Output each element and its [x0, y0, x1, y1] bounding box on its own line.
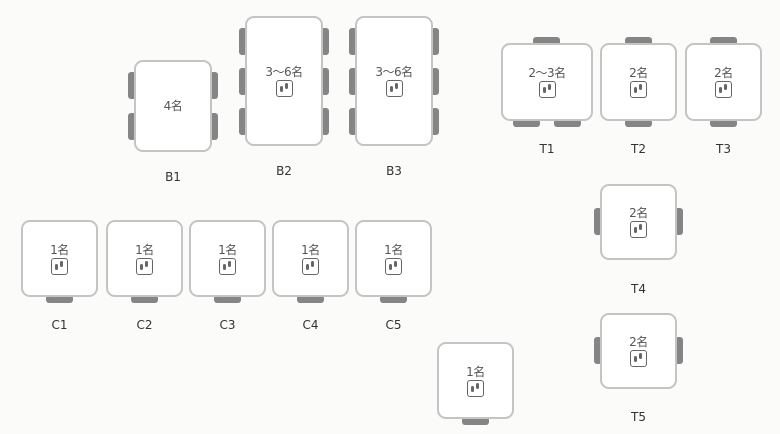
- table-label: T1: [539, 142, 555, 156]
- chair: [210, 113, 218, 140]
- table-b3[interactable]: 3～6名: [355, 16, 433, 146]
- chair: [710, 119, 737, 127]
- footprints-icon: [467, 379, 484, 397]
- chair: [675, 208, 683, 235]
- table-label: B1: [165, 170, 181, 184]
- table-label: T4: [631, 282, 646, 296]
- table-label: T5: [631, 410, 646, 424]
- table-t4[interactable]: 2名: [600, 184, 677, 260]
- footprints-icon: [302, 257, 319, 275]
- table-capacity: 1名: [301, 242, 320, 257]
- chair: [625, 37, 652, 45]
- footprints-icon: [51, 257, 68, 275]
- table-capacity: 3～6名: [375, 65, 413, 79]
- table-t5[interactable]: 2名: [600, 313, 677, 389]
- chair: [380, 295, 407, 303]
- table-capacity: 2名: [629, 206, 648, 220]
- chair: [131, 295, 158, 303]
- table-capacity: 1名: [384, 242, 403, 257]
- footprints-icon: [275, 80, 293, 97]
- chair: [128, 72, 136, 99]
- chair: [462, 417, 489, 425]
- chair: [675, 337, 683, 364]
- table-label: C3: [219, 318, 236, 332]
- table-capacity: 1名: [135, 242, 154, 257]
- chair: [239, 68, 247, 95]
- table-b1[interactable]: 4名: [134, 60, 212, 152]
- table-c5[interactable]: 1名: [355, 220, 432, 297]
- table-t3[interactable]: 2名: [685, 43, 762, 121]
- chair: [349, 28, 357, 55]
- table-label: C4: [302, 318, 319, 332]
- chair: [214, 295, 241, 303]
- table-capacity: 2名: [629, 66, 648, 80]
- footprints-icon: [219, 257, 236, 275]
- table-capacity: 4名: [163, 99, 183, 113]
- table-label: C2: [136, 318, 153, 332]
- table-c4[interactable]: 1名: [272, 220, 349, 297]
- footprints-icon: [715, 81, 732, 98]
- chair: [625, 119, 652, 127]
- chair: [594, 208, 602, 235]
- chair: [321, 28, 329, 55]
- table-label: B2: [276, 164, 292, 178]
- chair: [239, 28, 247, 55]
- table-unlabeled[interactable]: 1名: [437, 342, 514, 419]
- chair: [431, 108, 439, 135]
- table-capacity: 2名: [629, 335, 648, 349]
- table-capacity: 2名: [714, 66, 733, 80]
- footprints-icon: [630, 221, 647, 238]
- chair: [513, 119, 540, 127]
- chair: [297, 295, 324, 303]
- chair: [533, 37, 560, 45]
- table-label: T3: [716, 142, 731, 156]
- footprints-icon: [385, 257, 402, 275]
- table-c1[interactable]: 1名: [21, 220, 98, 297]
- table-label: B3: [386, 164, 402, 178]
- chair: [321, 108, 329, 135]
- chair: [210, 72, 218, 99]
- chair: [128, 113, 136, 140]
- footprints-icon: [385, 80, 403, 97]
- footprints-icon: [136, 257, 153, 275]
- table-label: C5: [385, 318, 402, 332]
- table-t2[interactable]: 2名: [600, 43, 677, 121]
- chair: [321, 68, 329, 95]
- chair: [431, 68, 439, 95]
- table-c2[interactable]: 1名: [106, 220, 183, 297]
- table-capacity: 1名: [218, 242, 237, 257]
- table-c3[interactable]: 1名: [189, 220, 266, 297]
- footprints-icon: [630, 350, 647, 367]
- footprints-icon: [630, 81, 647, 98]
- chair: [349, 108, 357, 135]
- table-capacity: 1名: [466, 364, 485, 379]
- chair: [431, 28, 439, 55]
- chair: [239, 108, 247, 135]
- table-label: T2: [631, 142, 646, 156]
- table-capacity: 1名: [50, 242, 69, 257]
- table-label: C1: [51, 318, 68, 332]
- table-t1[interactable]: 2～3名: [501, 43, 593, 121]
- chair: [710, 37, 737, 45]
- table-capacity: 3～6名: [265, 65, 303, 79]
- footprints-icon: [538, 81, 556, 98]
- chair: [349, 68, 357, 95]
- table-b2[interactable]: 3～6名: [245, 16, 323, 146]
- table-capacity: 2～3名: [528, 66, 566, 80]
- chair: [594, 337, 602, 364]
- chair: [554, 119, 581, 127]
- chair: [46, 295, 73, 303]
